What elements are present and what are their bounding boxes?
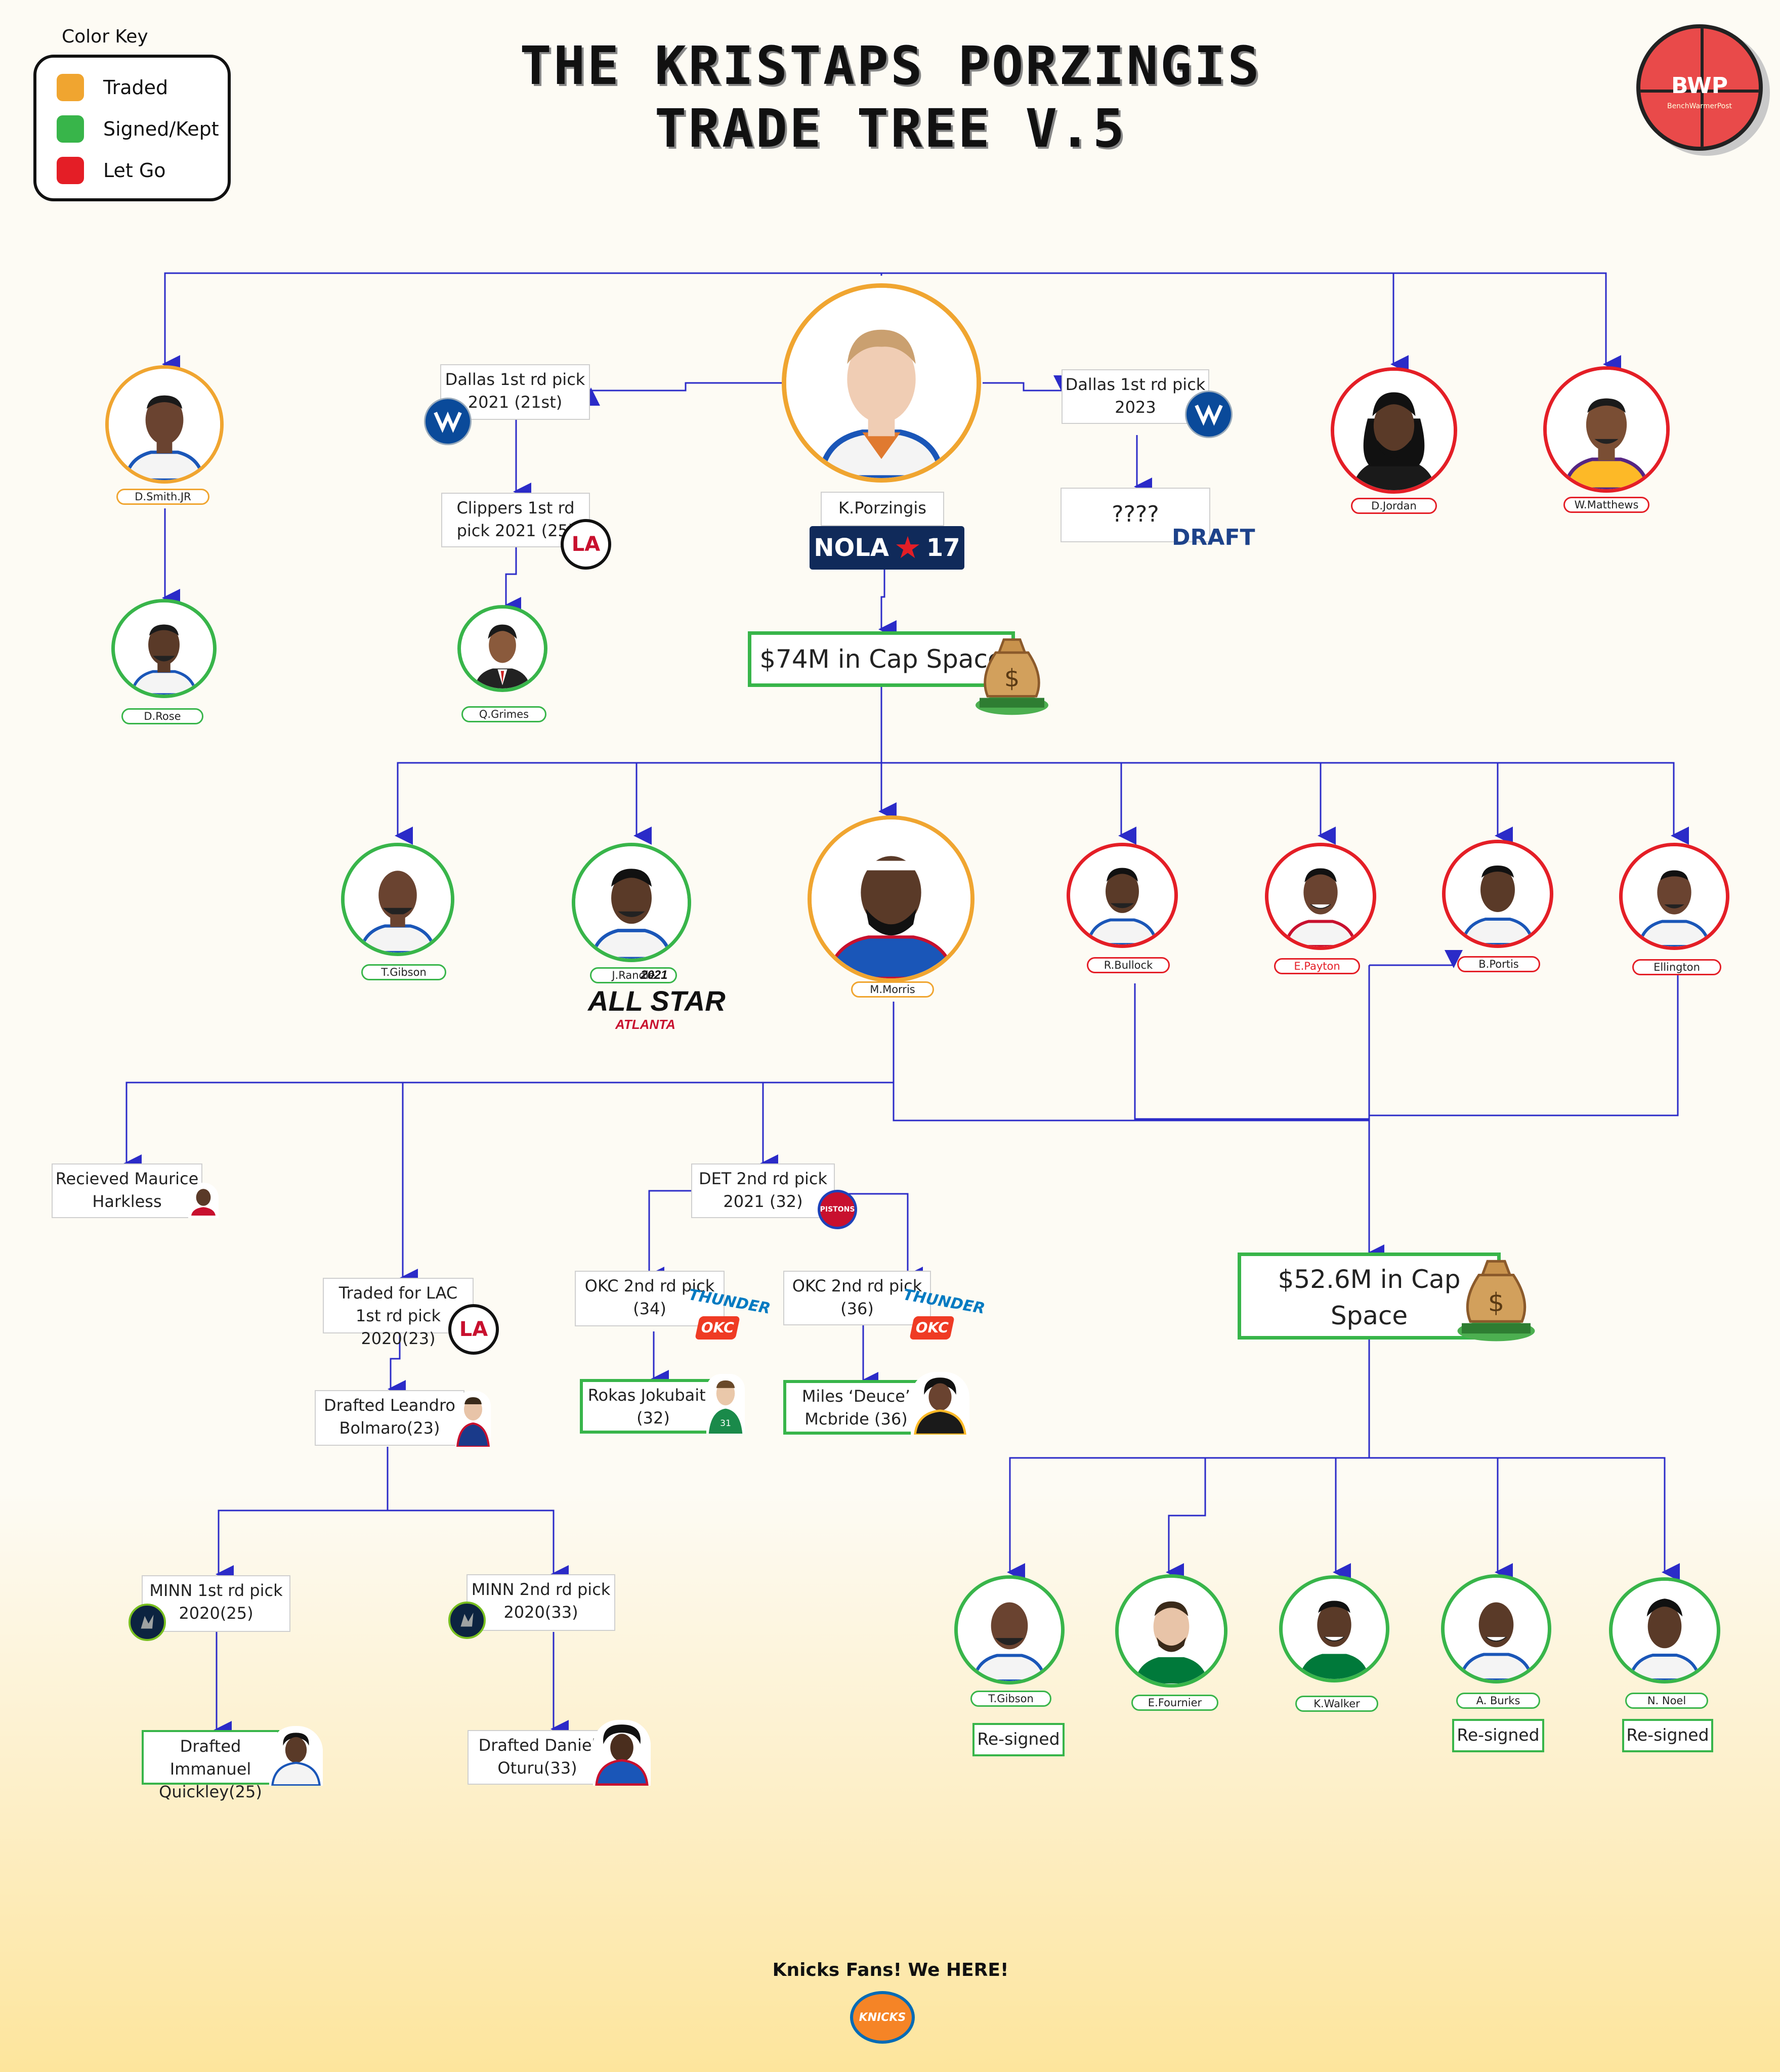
star-icon: ★: [894, 530, 921, 566]
color-key-heading: Color Key: [62, 26, 148, 47]
key-label: Let Go: [103, 159, 166, 182]
jordan-avatar: [1331, 367, 1457, 494]
pistons-logo: PISTONS: [818, 1190, 857, 1229]
allstar-2021-badge: 2021 ALL STAR ATLANTA: [588, 968, 726, 1032]
svg-text:$: $: [1488, 1288, 1504, 1318]
nola-allstar-17-badge: NOLA ★ 17: [810, 526, 964, 570]
key-row-let-go: Let Go: [57, 157, 166, 184]
page-title: THE KRISTAPS PORZINGIS TRADE TREE V.5: [445, 34, 1336, 160]
quickley-box: Drafted Immanuel Quickley(25): [142, 1730, 279, 1801]
gibson-resign-name: T.Gibson: [970, 1691, 1051, 1707]
red-swatch: [57, 157, 84, 184]
key-label: Signed/Kept: [103, 118, 219, 140]
det-2021-pick-box: DET 2nd rd pick 2021 (32): [691, 1163, 835, 1218]
green-swatch: [57, 115, 84, 143]
svg-text:$: $: [1004, 664, 1020, 693]
title-line-1: THE KRISTAPS PORZINGIS: [520, 35, 1261, 97]
gibson-resign-avatar: [954, 1575, 1065, 1685]
thunder-logo-2: THUNDER OKC: [900, 1286, 986, 1347]
porzingis-avatar: [782, 283, 981, 483]
svg-text:31: 31: [720, 1418, 731, 1429]
portis-name: B.Portis: [1457, 956, 1540, 972]
randle-avatar: [572, 843, 691, 962]
rose-avatar: [111, 599, 217, 698]
cap-space-74m: $74M in Cap Space: [748, 631, 1015, 687]
rokas-photo: 31: [706, 1374, 745, 1434]
smith-name: D.Smith.JR: [116, 489, 209, 505]
payton-name: E.Payton: [1274, 958, 1360, 974]
timberwolves-logo-2: [448, 1602, 486, 1639]
bolmaro-photo: [455, 1391, 491, 1447]
rose-name: D.Rose: [121, 708, 203, 724]
mcbride-photo: [911, 1372, 969, 1435]
matthews-name: W.Matthews: [1563, 497, 1649, 513]
oturu-photo: [593, 1720, 651, 1786]
matthews-avatar: [1543, 366, 1670, 493]
mcbride-box: Miles ‘Deuce’ Mcbride (36): [783, 1380, 929, 1435]
ellington-name: Ellington: [1632, 959, 1721, 975]
money-bag-icon-2: $: [1453, 1248, 1539, 1345]
fournier-avatar: [1115, 1574, 1227, 1688]
gibson-name: T.Gibson: [361, 964, 446, 980]
payton-avatar: [1265, 843, 1376, 950]
noel-resigned-label: Re-signed: [1622, 1719, 1713, 1752]
bwp-basketball-logo: BWP BenchWarmerPost: [1636, 24, 1763, 151]
gibson-resigned-label: Re-signed: [972, 1723, 1065, 1756]
thunder-logo: THUNDER OKC: [685, 1286, 772, 1347]
mavericks-logo: [424, 398, 472, 445]
burks-avatar: [1441, 1574, 1551, 1684]
money-bag-icon: $: [971, 627, 1052, 718]
footer-text: Knicks Fans! We HERE!: [772, 1960, 1009, 1980]
ellington-avatar: [1619, 843, 1729, 950]
okc-36-pick-box: OKC 2nd rd pick (36): [783, 1271, 931, 1325]
harkless-box: Recieved Maurice Harkless: [52, 1163, 202, 1218]
color-key: Traded Signed/Kept Let Go: [33, 55, 231, 201]
cap-space-52m: $52.6M in Cap Space: [1238, 1253, 1501, 1340]
harkless-photo: [188, 1183, 219, 1218]
mavericks-logo-2023: [1185, 391, 1233, 438]
nba-draft-logo: DRAFT: [1172, 524, 1255, 550]
bullock-name: R.Bullock: [1087, 957, 1170, 973]
orange-swatch: [57, 74, 84, 101]
oturu-box: Drafted Daniel Oturu(33): [468, 1730, 607, 1785]
jordan-name: D.Jordan: [1351, 498, 1437, 514]
minn-2nd-pick-box: MINN 2nd rd pick 2020(33): [467, 1574, 615, 1631]
gibson-avatar: [341, 843, 454, 956]
randle-name: J.Randle: [590, 967, 677, 983]
fournier-name: E.Fournier: [1131, 1695, 1218, 1711]
grimes-avatar: [457, 605, 547, 692]
knicks-logo: KNICKS: [850, 1991, 915, 2044]
portis-avatar: [1442, 840, 1553, 948]
key-label: Traded: [103, 76, 168, 99]
morris-name: M.Morris: [851, 981, 934, 998]
unknown-pick-box: ????: [1061, 488, 1210, 542]
minn-1st-pick-box: MINN 1st rd pick 2020(25): [142, 1575, 290, 1632]
clippers-logo: LA: [561, 519, 611, 570]
grimes-name: Q.Grimes: [461, 706, 546, 722]
title-line-2: TRADE TREE V.5: [654, 98, 1127, 159]
dallas-2023-pick-box: Dallas 1st rd pick 2023: [1062, 369, 1209, 424]
morris-avatar: [808, 815, 974, 982]
quickley-photo: [269, 1726, 323, 1786]
key-row-signed: Signed/Kept: [57, 115, 219, 143]
logo-text: BWP: [1671, 73, 1728, 99]
smith-avatar: [105, 365, 224, 484]
burks-resigned-label: Re-signed: [1452, 1719, 1544, 1752]
walker-avatar: [1279, 1575, 1389, 1682]
bolmaro-box: Drafted Leandro Bolmaro(23): [315, 1390, 464, 1446]
key-row-traded: Traded: [57, 74, 168, 101]
rokas-box: Rokas Jokubaitis (32): [580, 1379, 727, 1434]
porzingis-name: K.Porzingis: [821, 492, 944, 526]
walker-name: K.Walker: [1295, 1696, 1378, 1712]
okc-34-pick-box: OKC 2nd rd pick (34): [575, 1271, 725, 1326]
logo-subtext: BenchWarmerPost: [1667, 102, 1732, 110]
timberwolves-logo: [129, 1604, 166, 1641]
burks-name: A. Burks: [1456, 1693, 1540, 1709]
bullock-avatar: [1067, 843, 1178, 948]
noel-name: N. Noel: [1625, 1693, 1708, 1709]
noel-avatar: [1609, 1577, 1720, 1684]
clippers-logo-2020: LA: [448, 1304, 499, 1355]
